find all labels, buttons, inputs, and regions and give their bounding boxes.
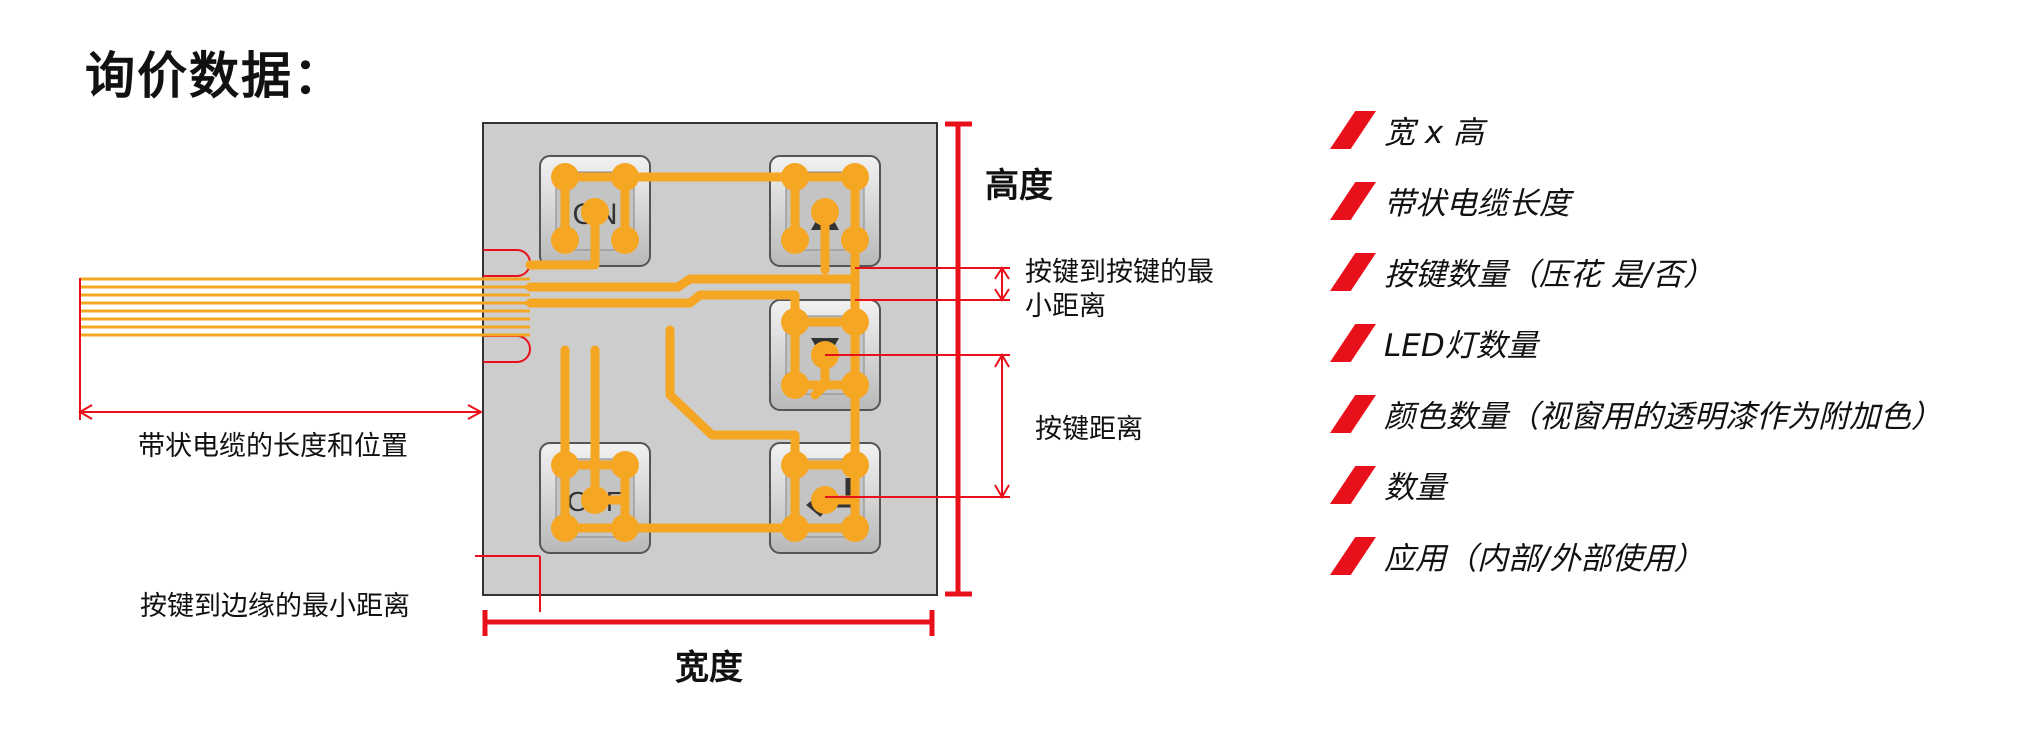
width-dimension xyxy=(482,610,935,636)
key-to-edge-dimension xyxy=(475,555,541,612)
contact-pads xyxy=(551,163,869,542)
key-to-key-label: 按键到按键的最小距离 xyxy=(1025,257,1214,322)
requirement-text: LED灯数量 xyxy=(1384,328,1538,364)
requirement-text: 数量 xyxy=(1384,470,1446,506)
cable-length-dimension xyxy=(78,278,484,420)
dimension-lines xyxy=(78,121,1010,636)
ribbon-cable xyxy=(80,277,530,337)
height-dimension xyxy=(945,121,972,597)
key-distance-label: 按键距离 xyxy=(1035,414,1143,445)
width-label: 宽度 xyxy=(675,648,743,688)
requirement-text: 带状电缆长度 xyxy=(1384,186,1570,222)
key-to-key-dimension xyxy=(855,266,1010,302)
key-to-edge-label: 按键到边缘的最小距离 xyxy=(140,591,410,622)
height-label: 高度 xyxy=(985,166,1053,206)
requirement-text: 颜色数量（视窗用的透明漆作为附加色） xyxy=(1384,399,1942,435)
requirement-text: 按键数量（压花 是/否） xyxy=(1384,257,1715,293)
page-title: 询价数据： xyxy=(85,47,345,105)
requirement-text: 宽 x 高 xyxy=(1384,115,1485,151)
key-distance-dimension xyxy=(825,353,1010,499)
cable-length-label: 带状电缆的长度和位置 xyxy=(138,431,408,462)
requirement-text: 应用（内部/外部使用） xyxy=(1384,541,1705,577)
